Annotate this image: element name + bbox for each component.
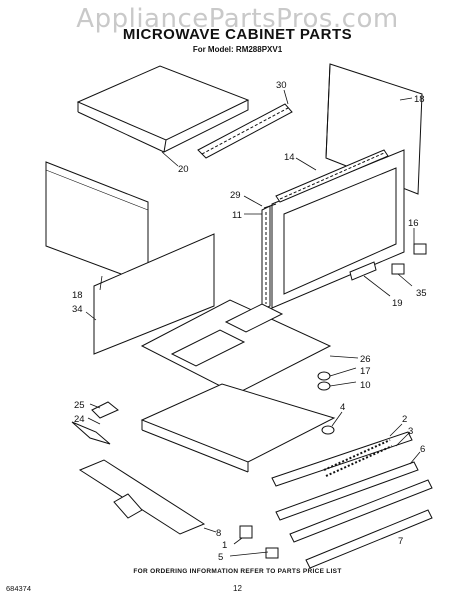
ordering-note: FOR ORDERING INFORMATION REFER TO PARTS …	[133, 568, 342, 575]
part-label: 25	[74, 400, 85, 411]
part-label: 10	[360, 380, 371, 391]
part-label: 24	[74, 414, 85, 425]
part-label: 4	[340, 402, 345, 413]
top-trim-strip	[275, 149, 389, 203]
bottom-plate	[140, 299, 332, 395]
part-label: 16	[408, 218, 419, 229]
channel-strip-30	[197, 103, 293, 159]
part-label: 8	[216, 528, 221, 539]
left-side-panel	[45, 161, 149, 285]
part-label: 7	[398, 536, 403, 547]
part-label: 34	[72, 304, 83, 315]
small-clips	[349, 243, 427, 281]
part-label: 3	[408, 426, 413, 437]
part-label: 14	[284, 152, 295, 163]
part-label: 18	[72, 290, 83, 301]
rails	[271, 431, 433, 569]
leader-lines	[85, 89, 421, 557]
top-panel	[76, 65, 250, 153]
document-code: 684374	[6, 584, 32, 593]
mesh-strip	[323, 439, 393, 477]
page-title: MICROWAVE CABINET PARTS	[122, 26, 353, 43]
fan-ring	[321, 425, 335, 435]
back-panel	[93, 233, 215, 355]
part-label: 26	[360, 354, 371, 365]
base-tray	[140, 371, 336, 473]
part-label: 18	[414, 94, 425, 105]
part-label: 5	[218, 552, 223, 563]
site-watermark: AppliancePartsPros.com	[76, 4, 399, 34]
part-label: 35	[416, 288, 427, 299]
part-label: 17	[360, 366, 371, 377]
part-label: 11	[232, 210, 242, 221]
part-label: 30	[276, 80, 287, 91]
part-number-labels: 30 18 20 14 29 11 16 18 34 35 19 26 17 1…	[72, 80, 427, 563]
part-label: 6	[420, 444, 425, 455]
part-label: 2	[402, 414, 407, 425]
part-label: 19	[392, 298, 403, 309]
part-label: 1	[222, 540, 227, 551]
small-brackets	[239, 525, 279, 559]
page-number: 12	[233, 584, 242, 593]
lower-left-panel	[78, 459, 206, 535]
part-label: 29	[230, 190, 241, 201]
front-frame	[261, 149, 405, 311]
duct-assembly	[71, 401, 119, 445]
model-line: For Model: RM288PXV1	[192, 45, 283, 54]
part-label: 20	[178, 164, 189, 175]
